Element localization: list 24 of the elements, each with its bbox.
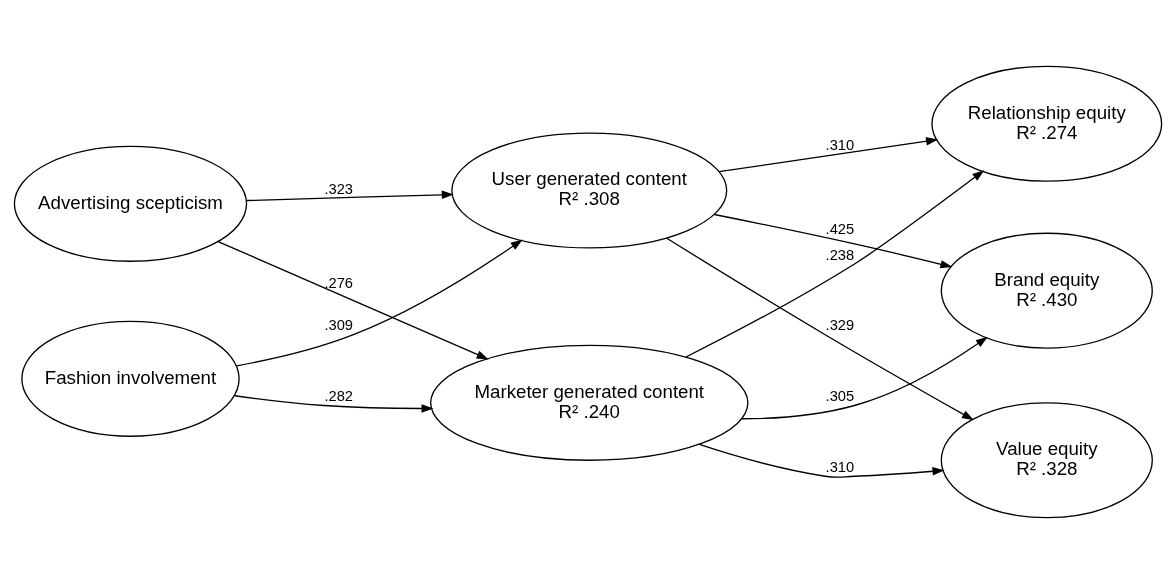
edge-label: .310 (825, 458, 855, 475)
arrow (685, 169, 985, 358)
edge-label: .329 (825, 316, 855, 333)
edge-label: .425 (825, 220, 855, 237)
arrow (234, 394, 434, 413)
edge-label: .323 (324, 180, 354, 197)
edge-label: .282 (324, 387, 354, 404)
edge-label: .310 (825, 136, 855, 153)
node-ellipse: Advertising scepticism (13, 145, 248, 262)
node-ellipse: Value equity R² .328 (940, 401, 1153, 518)
arrow (246, 190, 454, 201)
arrow (713, 213, 953, 268)
node-ellipse: Marketer generated content R² .240 (430, 344, 749, 461)
node-ellipse: Fashion involvement (21, 320, 240, 437)
arrow (217, 240, 489, 360)
arrow (698, 443, 945, 478)
edge-label: .276 (324, 274, 354, 291)
arrow (740, 336, 988, 419)
arrow (235, 238, 523, 366)
edge-label: .305 (825, 387, 855, 404)
arrow (718, 136, 939, 172)
edge-label: .309 (324, 316, 354, 333)
edge-label: .238 (825, 246, 855, 263)
arrow (666, 237, 974, 420)
